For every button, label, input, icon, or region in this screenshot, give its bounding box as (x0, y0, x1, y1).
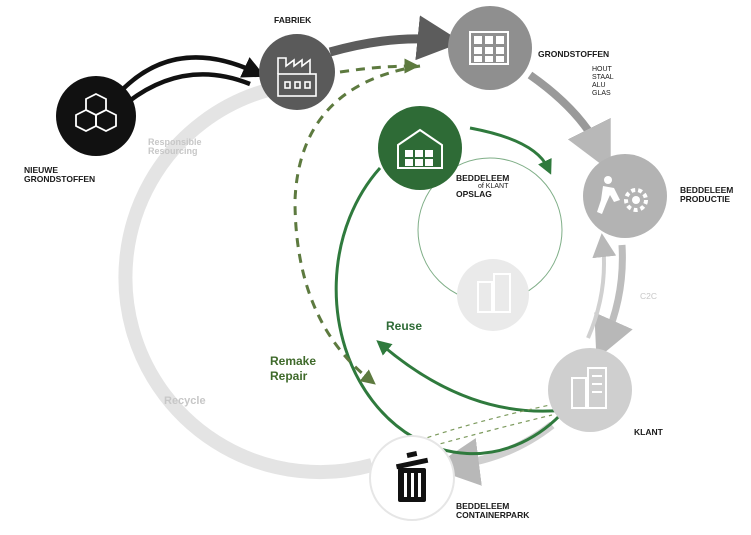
label-productie-line1: BEDDELEEM (680, 185, 734, 195)
grondstoffen-list: HOUT STAAL ALU GLAS (592, 66, 614, 98)
reuse-to-opslag (469, 126, 552, 175)
flow-grondstoffen-productie (527, 71, 611, 172)
label-productie: BEDDELEEM PRODUCTIE (680, 186, 733, 204)
node-fabriek (259, 34, 335, 110)
node-productie (583, 154, 667, 238)
label-reuse: Reuse (386, 319, 423, 333)
flow-nieuwe-fabriek-top (118, 55, 266, 94)
flow-fabriek-grondstoffen (328, 15, 463, 61)
container-return-dash-2 (424, 414, 553, 449)
label-containerpark: BEDDELEEM CONTAINERPARK (456, 502, 529, 520)
trash-bin-icon (395, 451, 429, 502)
material-staal: STAAL (592, 74, 614, 82)
worker-gear-icon (597, 176, 648, 214)
remake-to-fabriek (339, 58, 420, 74)
factory-icon (277, 57, 317, 97)
label-opslag-line1: BEDDELEEM (456, 173, 510, 183)
label-remake-repair: Remake Repair (270, 354, 316, 384)
node-containerpark (369, 435, 455, 521)
node-grondstoffen (448, 6, 532, 90)
flow-klant-productie (586, 233, 617, 339)
label-opslag-line2: OPSLAG (456, 189, 492, 200)
label-remake: Remake (270, 354, 317, 368)
recycle-ring (118, 83, 374, 480)
label-recycle: Recycle (164, 395, 206, 407)
buildings-icon (477, 273, 511, 313)
label-c2c: C2C (640, 291, 658, 301)
node-opslag (378, 106, 462, 190)
label-opslag: BEDDELEEM of KLANT OPSLAG (456, 174, 509, 199)
flow-nieuwe-fabriek-bottom (126, 72, 251, 104)
material-alu: ALU (592, 82, 606, 90)
buildings-icon (571, 367, 607, 409)
node-klant (548, 348, 632, 432)
reuse-loop (334, 167, 567, 456)
label-fabriek: FABRIEK (274, 15, 312, 25)
label-responsible-resourcing: Responsible Resourcing (148, 137, 202, 157)
flow-klant-container (431, 421, 555, 486)
node-inner-building (457, 259, 529, 331)
label-opslag-of: of KLANT (478, 182, 509, 190)
label-container-line2: CONTAINERPARK (456, 509, 530, 520)
label-productie-line2: PRODUCTIE (680, 193, 731, 204)
material-glas: GLAS (592, 90, 611, 98)
label-resourcing: Resourcing (148, 146, 198, 157)
material-hout: HOUT (592, 66, 612, 73)
label-repair: Repair (270, 369, 308, 383)
warehouse-icon (397, 128, 443, 169)
reuse-loop-arrow (376, 340, 566, 413)
flow-productie-klant (594, 244, 633, 360)
node-nieuwe-grondstoffen (56, 76, 136, 156)
container-return-dash-1 (419, 404, 551, 441)
label-klant: KLANT (634, 427, 663, 437)
label-responsible: Responsible (148, 137, 202, 147)
cubes-icon (75, 92, 117, 133)
materials-grid-icon (469, 31, 509, 65)
label-nieuwe-line2: GRONDSTOFFEN (24, 173, 96, 184)
label-nieuwe-grondstoffen: NIEUWE GRONDSTOFFEN (24, 166, 95, 184)
remake-loop (293, 64, 421, 385)
label-grondstoffen: GRONDSTOFFEN (538, 49, 610, 59)
label-nieuwe-line1: NIEUWE (24, 165, 58, 175)
label-container-line1: BEDDELEEM (456, 501, 510, 511)
